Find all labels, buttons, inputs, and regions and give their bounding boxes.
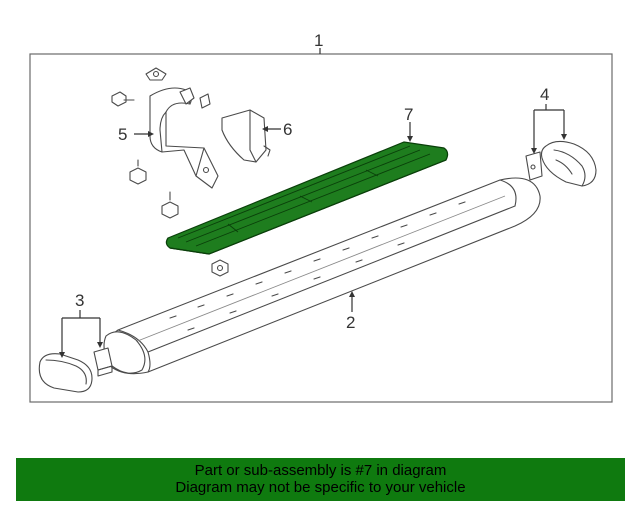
push-clip-right bbox=[199, 93, 211, 109]
bolt-upper-left bbox=[111, 91, 135, 107]
banner-line-1: Part or sub-assembly is #7 in diagram bbox=[194, 462, 447, 479]
callout-4-arrowhead-left bbox=[531, 148, 537, 154]
right-end-cap-part-4[interactable] bbox=[525, 140, 597, 187]
clip-fastener-top bbox=[145, 67, 167, 81]
bolt-lower-left bbox=[129, 159, 147, 185]
callout-1[interactable]: 1 bbox=[314, 31, 323, 50]
callout-3-leader bbox=[61, 310, 101, 356]
callout-2-arrowhead bbox=[349, 291, 355, 297]
end-cover-part-6[interactable] bbox=[221, 109, 271, 163]
assembly-frame bbox=[29, 53, 613, 403]
callout-5-arrowhead bbox=[148, 131, 154, 137]
left-end-cap-part-3[interactable] bbox=[38, 347, 113, 393]
callout-7[interactable]: 7 bbox=[404, 105, 413, 124]
callout-2[interactable]: 2 bbox=[346, 313, 355, 332]
callout-6-arrowhead bbox=[262, 126, 268, 132]
callout-7-arrowhead bbox=[407, 136, 413, 142]
bolt-lower bbox=[161, 191, 179, 219]
callout-4-arrowhead-right bbox=[561, 134, 567, 140]
callout-6[interactable]: 6 bbox=[283, 120, 292, 139]
nut-center bbox=[211, 259, 229, 277]
callout-3-arrowhead-left bbox=[59, 352, 65, 358]
banner-line-2: Diagram may not be specific to your vehi… bbox=[175, 479, 466, 496]
callout-3-arrowhead-right bbox=[97, 342, 103, 348]
callout-3[interactable]: 3 bbox=[75, 291, 84, 310]
step-pad-edge bbox=[169, 159, 447, 255]
callout-5[interactable]: 5 bbox=[118, 125, 127, 144]
callout-4-leader bbox=[533, 104, 565, 152]
step-pad-part-7[interactable] bbox=[165, 141, 449, 255]
callout-4[interactable]: 4 bbox=[540, 85, 549, 104]
push-clip-upper bbox=[179, 87, 195, 105]
running-board-part-2[interactable] bbox=[103, 177, 541, 375]
part-info-banner: Part or sub-assembly is #7 in diagram Di… bbox=[16, 458, 625, 501]
